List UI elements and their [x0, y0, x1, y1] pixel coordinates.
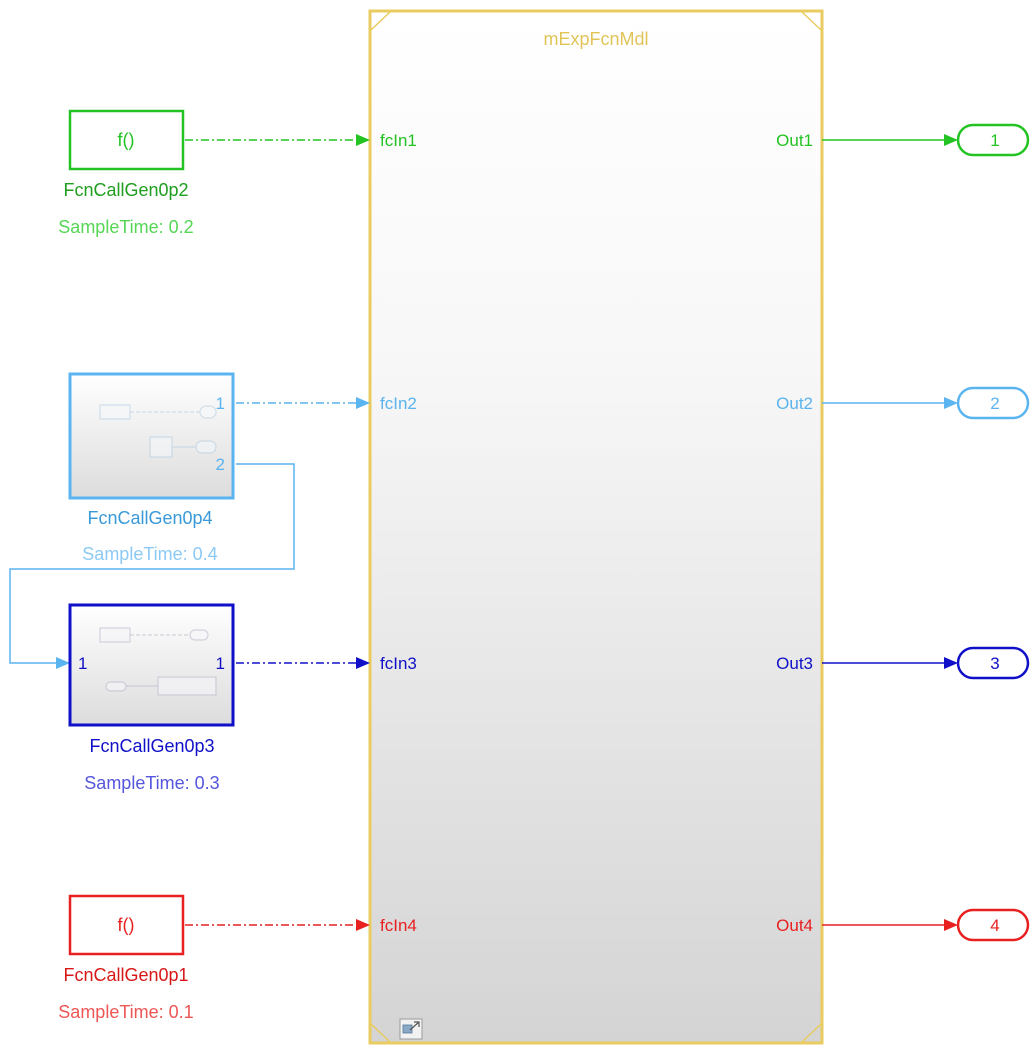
outport-3[interactable]: 3	[956, 646, 1030, 680]
model-block-title: mExpFcnMdl	[543, 29, 648, 49]
sample-time-0p3: SampleTime: 0.3	[84, 773, 219, 793]
block-name-fcn-call-gen-0p4: FcnCallGen0p4	[87, 508, 212, 528]
signal-line-out2[interactable]	[822, 397, 958, 409]
signal-line-fcin4[interactable]	[185, 919, 370, 931]
fcn-call-gen-0p3-block[interactable]: 1 1	[68, 603, 235, 727]
out-port-number-2: 2	[216, 455, 225, 474]
subsystem-content-icon	[99, 627, 217, 696]
signal-line-out1[interactable]	[822, 134, 958, 146]
input-port-label-4: fcIn4	[380, 916, 417, 935]
model-reference-icon[interactable]	[399, 1018, 423, 1040]
model-reference-block[interactable]: mExpFcnMdl fcIn1 fcIn2 fcIn3 fcIn4 Out1 …	[368, 9, 824, 1045]
signal-line-gen0p4-to-gen0p3[interactable]	[9, 463, 295, 669]
fcn-call-gen-0p4-block[interactable]: 1 2	[68, 372, 235, 500]
signal-line-fcin2[interactable]	[236, 397, 370, 409]
fcn-call-gen-0p2-block[interactable]: f()	[68, 109, 185, 171]
svg-text:3: 3	[990, 654, 999, 673]
sample-time-0p1: SampleTime: 0.1	[58, 1002, 193, 1022]
block-name-fcn-call-gen-0p1: FcnCallGen0p1	[63, 965, 188, 985]
output-port-label-4: Out4	[776, 916, 813, 935]
signal-line-fcin3[interactable]	[236, 657, 370, 669]
fcn-symbol: f()	[118, 130, 135, 150]
output-port-label-2: Out2	[776, 394, 813, 413]
input-port-label-3: fcIn3	[380, 654, 417, 673]
svg-text:4: 4	[990, 916, 999, 935]
outport-4[interactable]: 4	[956, 908, 1030, 942]
fcn-symbol: f()	[118, 915, 135, 935]
svg-text:2: 2	[990, 394, 999, 413]
sample-time-0p4: SampleTime: 0.4	[82, 544, 217, 564]
block-name-fcn-call-gen-0p2: FcnCallGen0p2	[63, 180, 188, 200]
signal-line-fcin1[interactable]	[185, 134, 370, 146]
signal-line-out3[interactable]	[822, 657, 958, 669]
corner-marks	[370, 11, 822, 1043]
outport-1[interactable]: 1	[956, 123, 1030, 157]
sample-time-0p2: SampleTime: 0.2	[58, 217, 193, 237]
output-port-label-1: Out1	[776, 131, 813, 150]
out-port-number: 1	[216, 654, 225, 673]
in-port-number: 1	[78, 654, 87, 673]
fcn-call-gen-0p1-block[interactable]: f()	[68, 894, 185, 956]
svg-text:1: 1	[990, 131, 999, 150]
output-port-label-3: Out3	[776, 654, 813, 673]
outport-2[interactable]: 2	[956, 386, 1030, 420]
signal-line-out4[interactable]	[822, 919, 958, 931]
input-port-label-1: fcIn1	[380, 131, 417, 150]
out-port-number-1: 1	[216, 394, 225, 413]
input-port-label-2: fcIn2	[380, 394, 417, 413]
subsystem-content-icon	[99, 404, 217, 458]
block-name-fcn-call-gen-0p3: FcnCallGen0p3	[89, 736, 214, 756]
